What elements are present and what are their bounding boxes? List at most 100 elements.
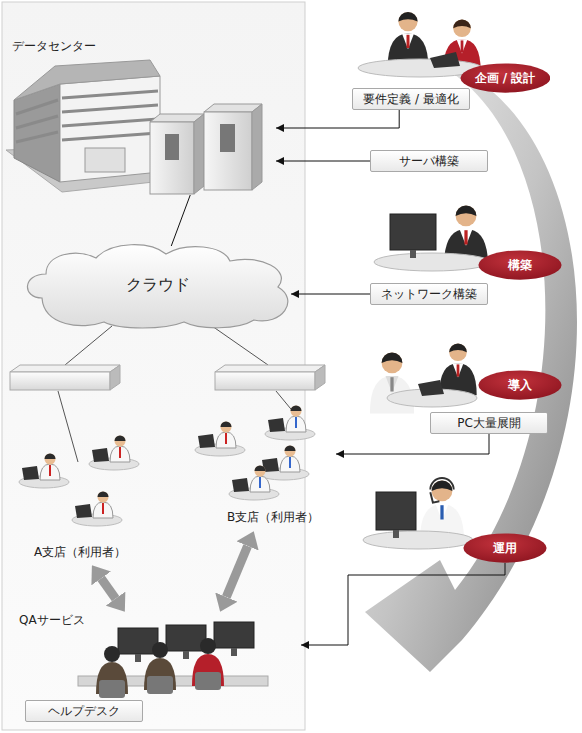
laptop <box>418 380 444 396</box>
hair <box>221 422 232 427</box>
monitor <box>214 622 254 648</box>
user-figure <box>89 436 139 471</box>
body <box>216 432 236 448</box>
cloud-fill <box>27 245 287 328</box>
cloud-shape: クラウド <box>20 240 295 330</box>
body <box>93 502 113 518</box>
label-box: ヘルプデスク <box>25 700 143 722</box>
servers <box>150 104 262 194</box>
double-arrow <box>226 546 247 597</box>
node-label: 企画 / 設計 <box>475 70 536 87</box>
laptop <box>92 448 109 462</box>
network-wire <box>58 326 300 462</box>
chair <box>195 672 221 690</box>
chair <box>99 680 125 698</box>
node-label: データセンター <box>12 38 276 55</box>
double-arrow <box>101 578 115 598</box>
hair <box>255 466 266 471</box>
shirt <box>457 39 468 53</box>
head <box>285 446 296 457</box>
monitor-stand <box>410 250 416 258</box>
shirt <box>386 376 399 393</box>
operator-head <box>152 642 168 658</box>
head <box>432 481 453 502</box>
connector-arrow <box>171 195 190 246</box>
hair <box>432 481 453 491</box>
router-top <box>10 365 120 372</box>
body <box>110 446 130 462</box>
tie <box>390 377 393 391</box>
oval-fill <box>478 250 561 279</box>
tie <box>102 503 104 514</box>
table <box>374 253 490 271</box>
node-label: クラウド <box>126 275 190 296</box>
tie <box>225 433 227 444</box>
body <box>286 416 306 432</box>
stage-oval: 構築 <box>478 250 562 280</box>
server-side <box>194 114 204 194</box>
stage-oval: 企画 / 設計 <box>460 63 551 93</box>
laptop <box>430 52 460 68</box>
monitor <box>118 628 158 654</box>
head <box>255 466 266 477</box>
cycle-arrow <box>365 56 577 672</box>
router-front <box>215 372 315 390</box>
user-figure <box>195 422 245 457</box>
server-front <box>204 112 252 190</box>
chair <box>147 676 173 694</box>
head <box>449 344 467 362</box>
tie <box>406 35 409 48</box>
laptop <box>198 434 215 448</box>
laptop <box>75 504 92 518</box>
router <box>215 365 325 390</box>
connector-arrow <box>276 110 399 128</box>
tie <box>289 457 291 468</box>
hair <box>98 492 109 497</box>
router-top <box>215 365 325 372</box>
label-box: PC大量展開 <box>430 412 548 434</box>
user-figure <box>72 492 122 527</box>
node-group: A支店（利用者） <box>10 455 161 565</box>
connector-arrow <box>301 563 505 645</box>
server-slot <box>220 124 235 152</box>
head <box>45 454 56 465</box>
building <box>6 60 172 192</box>
node-label: QAサービス <box>19 612 301 629</box>
building-roof <box>14 60 160 100</box>
server-side <box>252 104 262 190</box>
hair <box>398 12 417 22</box>
user-figure <box>229 466 279 501</box>
node-label: 構築 <box>508 257 532 274</box>
head <box>453 20 471 38</box>
laptop <box>232 478 249 492</box>
node-label: 要件定義 / 最適化 <box>363 91 459 108</box>
label-box: ネットワーク構築 <box>370 283 488 305</box>
body <box>250 476 270 492</box>
oval-fill <box>478 370 561 399</box>
laptop <box>268 418 285 432</box>
hair <box>456 206 477 216</box>
tie <box>295 417 297 428</box>
monitor-stand <box>393 530 399 538</box>
connector-arrow <box>276 161 370 162</box>
node-label: A支店（利用者） <box>34 544 161 561</box>
staff-figure <box>439 344 476 396</box>
body <box>40 464 60 480</box>
head <box>456 206 477 227</box>
user-figure <box>19 454 69 489</box>
oval-fill <box>460 63 550 92</box>
building-windows <box>16 91 158 142</box>
label-box: 要件定義 / 最適化 <box>352 88 470 110</box>
shirt <box>402 34 414 50</box>
headset <box>430 478 453 503</box>
tie <box>440 505 443 519</box>
shirt <box>436 504 449 521</box>
router <box>10 365 120 390</box>
router-front <box>10 372 110 390</box>
head <box>98 492 109 503</box>
node-group: QAサービスヘルプデスク <box>15 610 301 725</box>
head <box>382 353 403 374</box>
table <box>363 531 473 549</box>
